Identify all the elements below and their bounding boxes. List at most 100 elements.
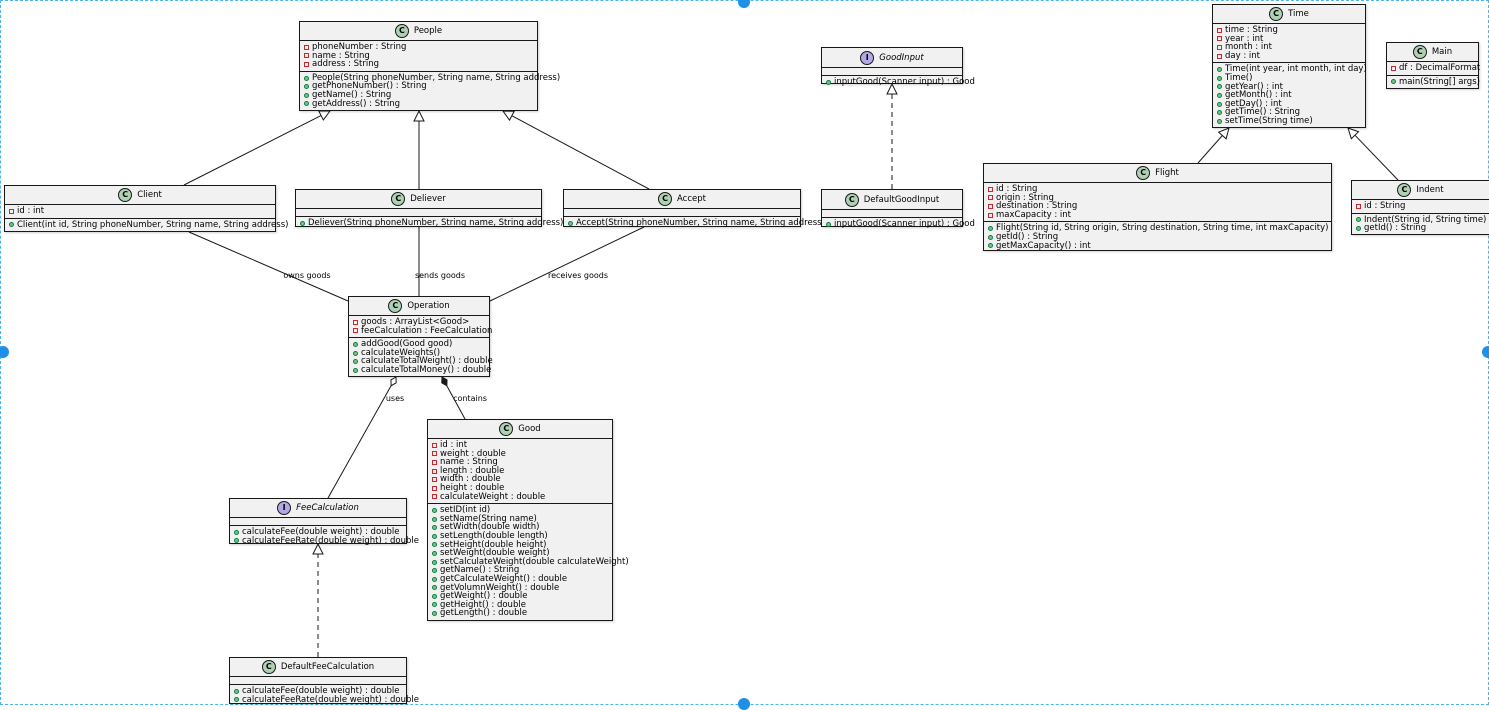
field-text: maxCapacity : int: [996, 209, 1072, 220]
private-visibility-icon: [353, 319, 358, 325]
class-badge-icon: C: [844, 192, 859, 207]
public-visibility-icon: [432, 507, 437, 513]
selection-handle-top[interactable]: [738, 0, 750, 8]
public-visibility-icon: [234, 529, 239, 535]
public-visibility-icon: [353, 367, 358, 373]
method-text: setLength(double length): [440, 530, 548, 541]
selection-handle-right[interactable]: [1482, 346, 1489, 358]
operations-compartment: Flight(String id, String origin, String …: [984, 221, 1331, 252]
method-text: getName() : String: [440, 565, 520, 576]
private-visibility-icon: [988, 195, 993, 201]
method-text: getMaxCapacity() : int: [996, 240, 1091, 251]
operations-compartment: Client(int id, String phoneNumber, Strin…: [5, 217, 288, 232]
public-visibility-icon: [432, 516, 437, 522]
attributes-compartment: [230, 518, 406, 525]
method-text: calculateFeeRate(double weight) : double: [242, 535, 420, 546]
class-badge-icon: C: [261, 660, 276, 674]
method-text: setCalculateWeight(double calculateWeigh…: [440, 556, 629, 567]
field-row: time : String: [1217, 26, 1361, 35]
class-name: DefaultGoodInput: [863, 194, 940, 205]
hollow-arrowhead: [1217, 127, 1230, 140]
field-row: address : String: [304, 60, 533, 69]
class-badge-icon: C: [1397, 183, 1412, 197]
field-text: name : String: [440, 457, 498, 468]
field-text: phoneNumber : String: [312, 42, 407, 52]
method-row: calculateFee(double weight) : double: [234, 687, 402, 696]
method-row: calculateTotalMoney() : double: [353, 366, 491, 375]
method-text: inputGood(Scanner input) : Good: [834, 77, 975, 87]
private-visibility-icon: [432, 485, 437, 491]
method-row: getLength() : double: [432, 609, 608, 618]
private-visibility-icon: [988, 186, 993, 192]
relation-label: receives goods: [547, 271, 609, 280]
field-text: height : double: [440, 482, 505, 493]
public-visibility-icon: [988, 226, 993, 232]
method-row: Time(): [1217, 74, 1361, 83]
relation-operation-feecalc: [327, 376, 397, 499]
attributes-compartment: id : int: [5, 205, 275, 218]
public-visibility-icon: [1217, 110, 1222, 116]
method-row: getWeight() : double: [432, 592, 608, 601]
class-header: C Indent: [1352, 181, 1489, 200]
field-row: id : String: [988, 185, 1327, 194]
field-row: destination : String: [988, 202, 1327, 211]
field-row: month : int: [1217, 43, 1361, 52]
method-row: inputGood(Scanner input) : Good: [826, 220, 975, 229]
class-name: DefaultFeeCalculation: [280, 662, 375, 672]
operations-compartment: inputGood(Scanner input) : Good: [822, 75, 975, 89]
method-row: setLength(double length): [432, 532, 608, 541]
field-text: year : int: [1225, 33, 1264, 44]
public-visibility-icon: [1391, 79, 1396, 85]
class-default-fee-calculation[interactable]: C DefaultFeeCalculation calculateFee(doubl…: [229, 657, 419, 704]
class-name: Operation: [407, 301, 450, 311]
public-visibility-icon: [988, 243, 993, 249]
field-text: name : String: [312, 50, 370, 61]
class-name: Indent: [1416, 185, 1444, 195]
method-text: Accept(String phoneNumber, String name, …: [576, 218, 825, 228]
class-name: Flight: [1155, 168, 1179, 178]
public-visibility-icon: [304, 101, 309, 107]
class-name: GoodInput: [879, 52, 924, 63]
method-row: getYear() : int: [1217, 82, 1361, 92]
hollow-diamond: [390, 376, 397, 387]
class-default-good-input[interactable]: C DefaultGoodInput inputGood(Scanner input…: [821, 189, 975, 228]
public-visibility-icon: [1217, 101, 1222, 107]
method-text: calculateFee(double weight) : double: [242, 686, 400, 696]
field-row: maxCapacity : int: [988, 211, 1327, 220]
selection-handle-left[interactable]: [0, 346, 9, 358]
private-visibility-icon: [1217, 27, 1222, 33]
public-visibility-icon: [304, 92, 309, 98]
method-row: getDay() : int: [1217, 100, 1361, 109]
private-visibility-icon: [1217, 44, 1222, 50]
method-row: Deliever(String phoneNumber, String name…: [300, 219, 563, 228]
method-text: setWidth(double width): [440, 522, 540, 533]
selection-handle-bottom[interactable]: [738, 698, 750, 710]
method-row: getMonth() : int: [1217, 91, 1361, 100]
class-badge-icon: C: [391, 192, 406, 206]
operations-compartment: inputGood(Scanner input) : Good: [822, 217, 975, 231]
relation-operation-good: [441, 376, 466, 420]
public-visibility-icon: [432, 525, 437, 531]
relation-indent-time: [1347, 127, 1399, 181]
private-visibility-icon: [432, 477, 437, 483]
field-text: length : double: [440, 465, 505, 476]
class-badge-icon: C: [388, 299, 403, 313]
field-row: name : String: [304, 50, 533, 61]
method-text: getName() : String: [312, 89, 392, 100]
